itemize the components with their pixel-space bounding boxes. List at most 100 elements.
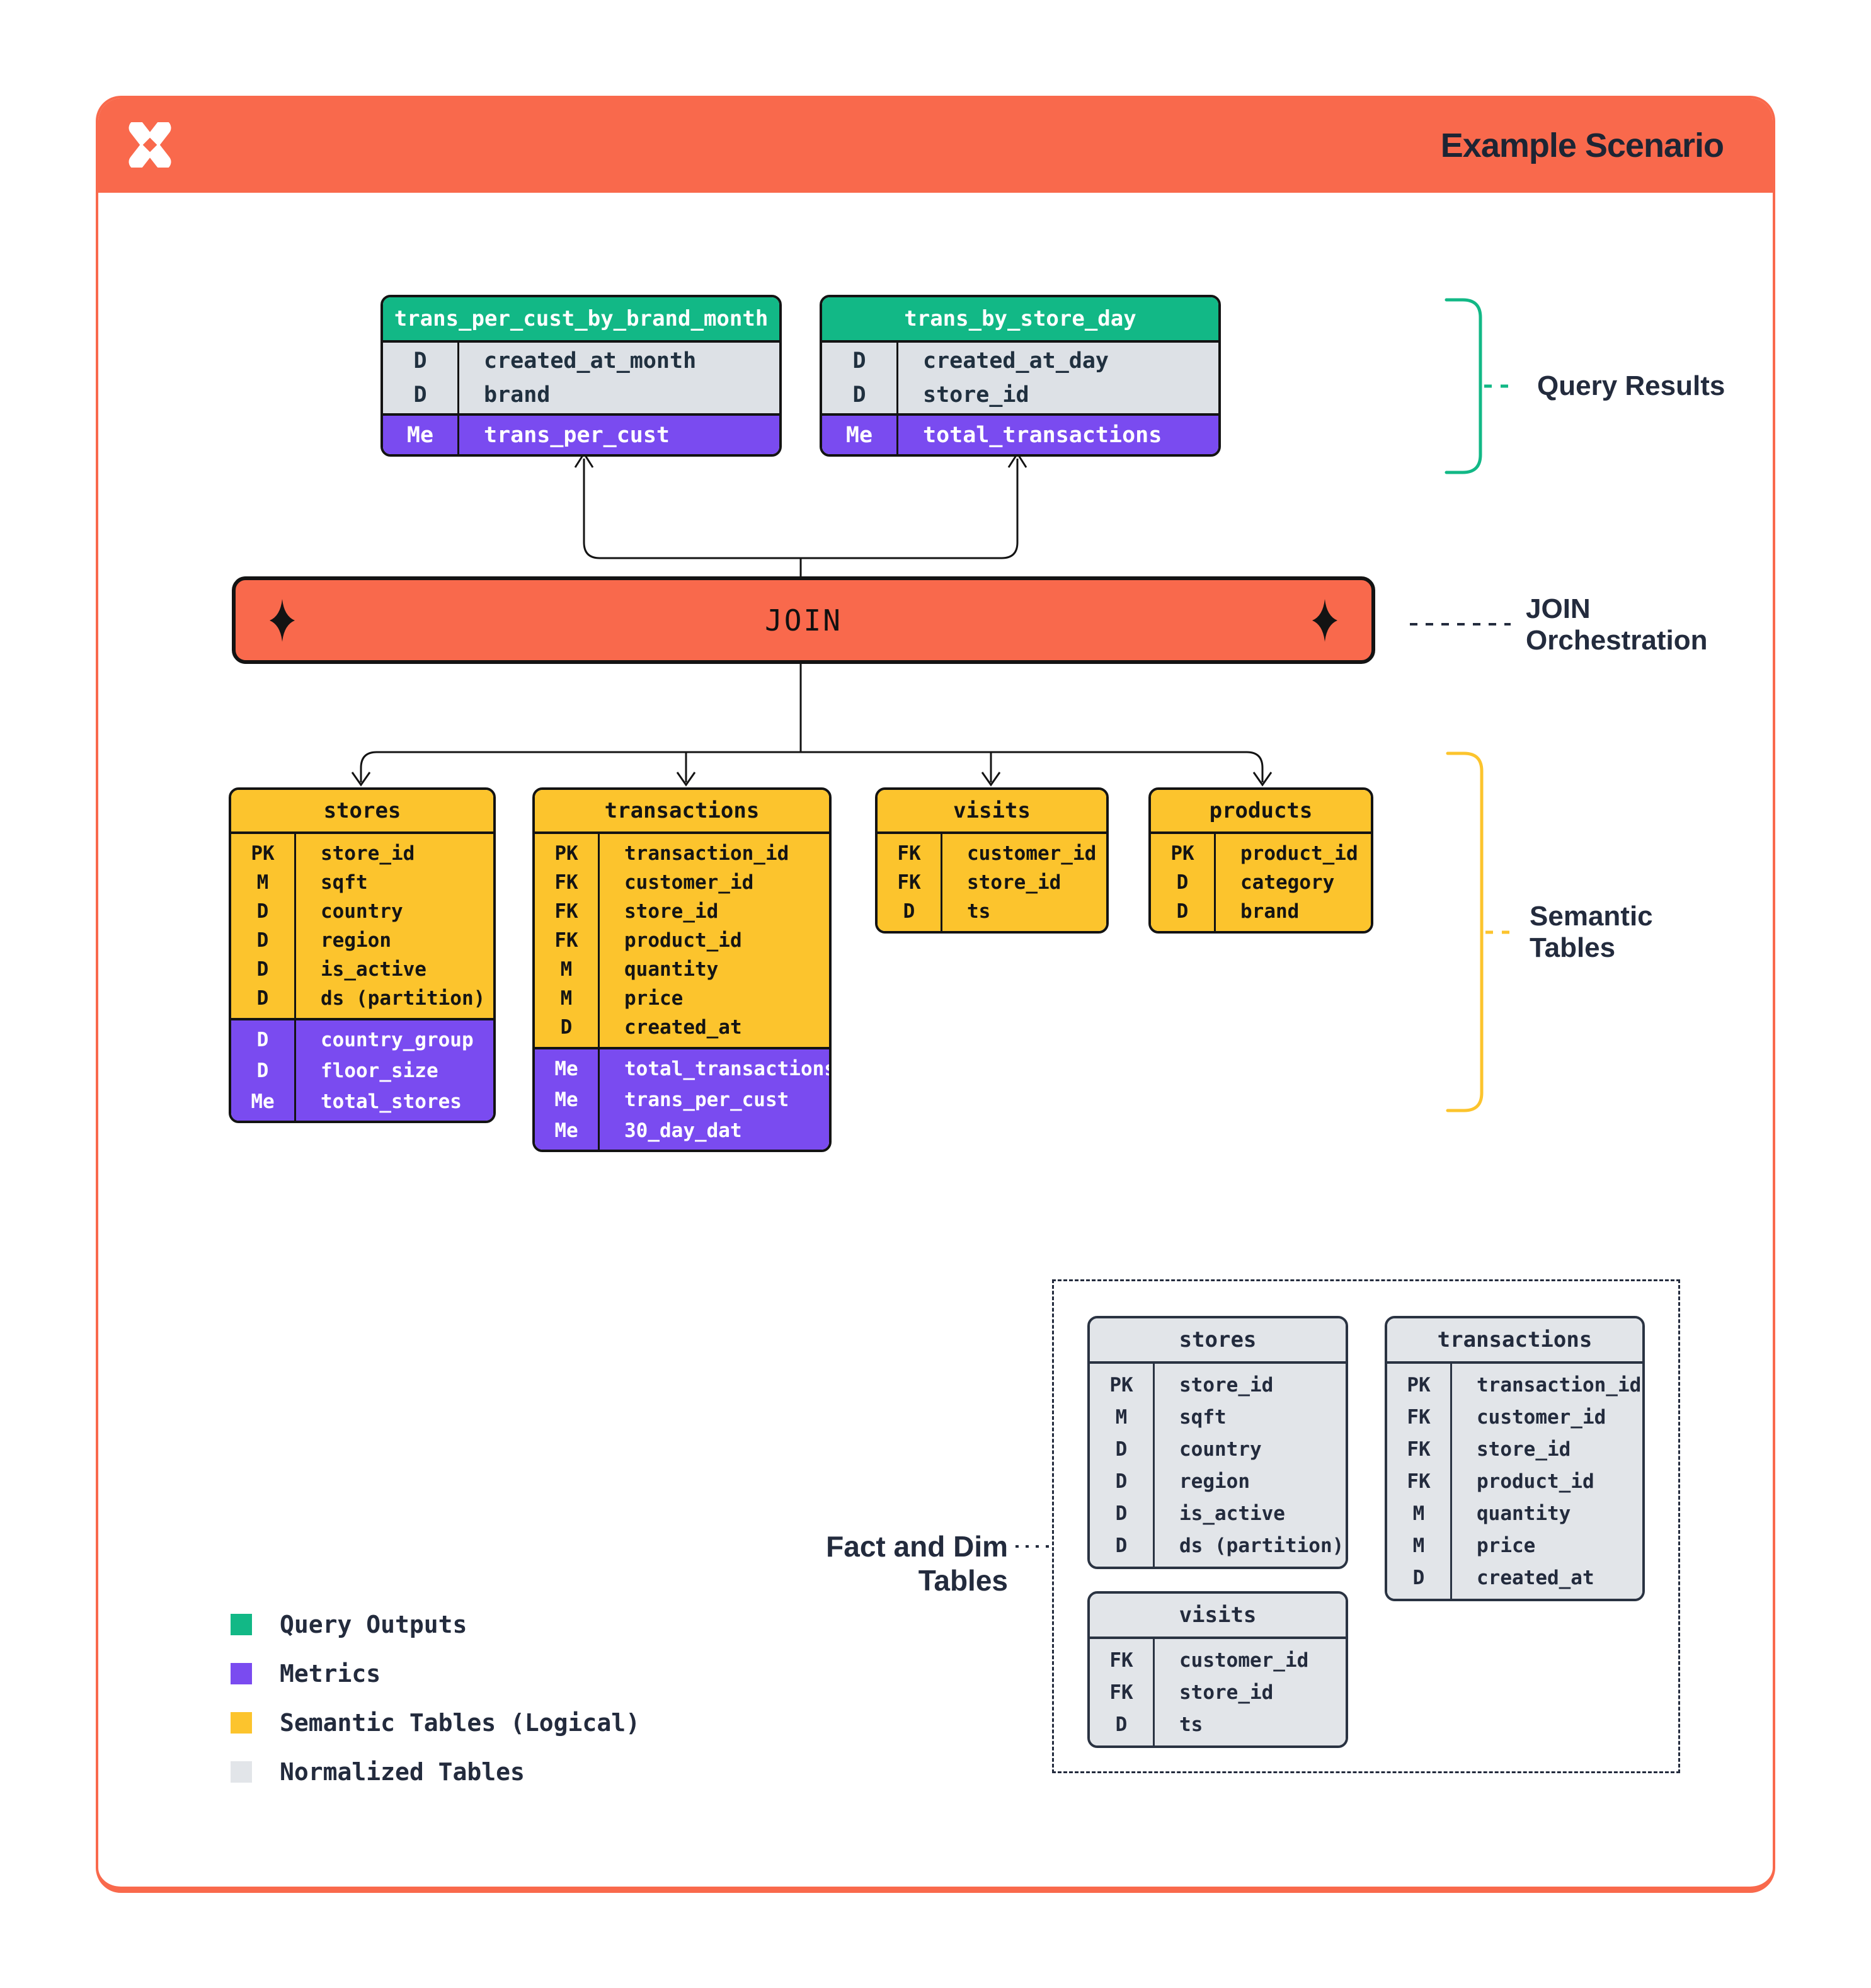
row-key-badge: D [1176, 871, 1189, 894]
row-field-name: sqft [321, 871, 368, 894]
row-field-name: store_id [1477, 1437, 1571, 1461]
row-field-name: ts [1179, 1713, 1203, 1736]
row-key-badge: D [1115, 1502, 1128, 1525]
row-field-name: total_transactions [624, 1057, 832, 1080]
sparkle-icon [270, 598, 295, 642]
row-field-name: created_at_month [484, 348, 697, 374]
join-label: JOIN [765, 603, 842, 637]
row-key-badge: PK [251, 842, 275, 865]
row-field-name: trans_per_cust [624, 1088, 789, 1111]
row-field-name: total_stores [321, 1090, 462, 1113]
row-key-badge: FK [554, 900, 578, 923]
row-field-name: 30_day_dat [624, 1119, 742, 1142]
table-header: stores [231, 790, 493, 834]
row-key-badge: D [256, 1059, 269, 1082]
fact-dim-label: Fact and Dim Tables [826, 1530, 1008, 1597]
row-key-badge: FK [554, 871, 578, 894]
row-field-name: product_id [1240, 842, 1358, 865]
row-field-name: ds (partition) [321, 987, 486, 1010]
row-field-name: store_id [1179, 1681, 1274, 1704]
legend-label: Semantic Tables (Logical) [280, 1709, 640, 1737]
row-field-name: country [1179, 1437, 1262, 1461]
row-field-name: region [1179, 1470, 1250, 1493]
legend-swatch-query-outputs [231, 1614, 252, 1635]
page-title: Example Scenario [1440, 127, 1724, 164]
row-field-name: is_active [321, 958, 426, 981]
legend-swatch-semantic-tables [231, 1712, 252, 1734]
row-key-badge: M [560, 987, 573, 1010]
table-row: FK store_id [1387, 1433, 1642, 1465]
row-field-name: price [1477, 1534, 1536, 1557]
row-key-badge: FK [1109, 1648, 1133, 1672]
table-row: Me trans_per_cust [535, 1084, 829, 1115]
row-field-name: quantity [1477, 1502, 1571, 1525]
row-field-name: brand [484, 382, 551, 408]
row-key-badge: Me [554, 1088, 578, 1111]
table-row: FK customer_id [535, 868, 829, 897]
row-key-badge: FK [554, 929, 578, 952]
row-key-badge: FK [1109, 1681, 1133, 1704]
legend-swatch-metrics [231, 1663, 252, 1684]
row-key-badge: PK [1170, 842, 1194, 865]
join-bar: JOIN [232, 576, 1375, 664]
legend-swatch-normalized-tables [231, 1761, 252, 1783]
table-header: transactions [535, 790, 829, 834]
legend-item: Query Outputs [231, 1600, 640, 1649]
row-field-name: transaction_id [1477, 1373, 1642, 1397]
row-key-badge: D [413, 348, 427, 374]
row-key-badge: M [1115, 1405, 1128, 1429]
table-row: PK product_id [1151, 839, 1371, 868]
row-field-name: transaction_id [624, 842, 789, 865]
row-key-badge: D [1115, 1437, 1128, 1461]
row-key-badge: D [256, 1028, 269, 1051]
table-header: stores [1090, 1318, 1346, 1364]
legend-label: Normalized Tables [280, 1758, 525, 1786]
row-field-name: customer_id [624, 871, 754, 894]
row-key-badge: Me [406, 422, 434, 448]
header-band: Example Scenario [98, 98, 1773, 193]
table-header: products [1151, 790, 1371, 834]
row-key-badge: FK [1407, 1437, 1431, 1461]
row-field-name: sqft [1179, 1405, 1227, 1429]
row-field-name: region [321, 929, 391, 952]
row-field-name: store_id [321, 842, 415, 865]
row-field-name: category [1240, 871, 1335, 894]
row-field-name: created_at [624, 1016, 742, 1039]
row-key-badge: M [256, 871, 269, 894]
table-header: trans_per_cust_by_brand_month [383, 297, 779, 343]
row-field-name: country [321, 900, 403, 923]
row-field-name: floor_size [321, 1059, 438, 1082]
row-key-badge: FK [897, 842, 921, 865]
row-key-badge: FK [1407, 1405, 1431, 1429]
